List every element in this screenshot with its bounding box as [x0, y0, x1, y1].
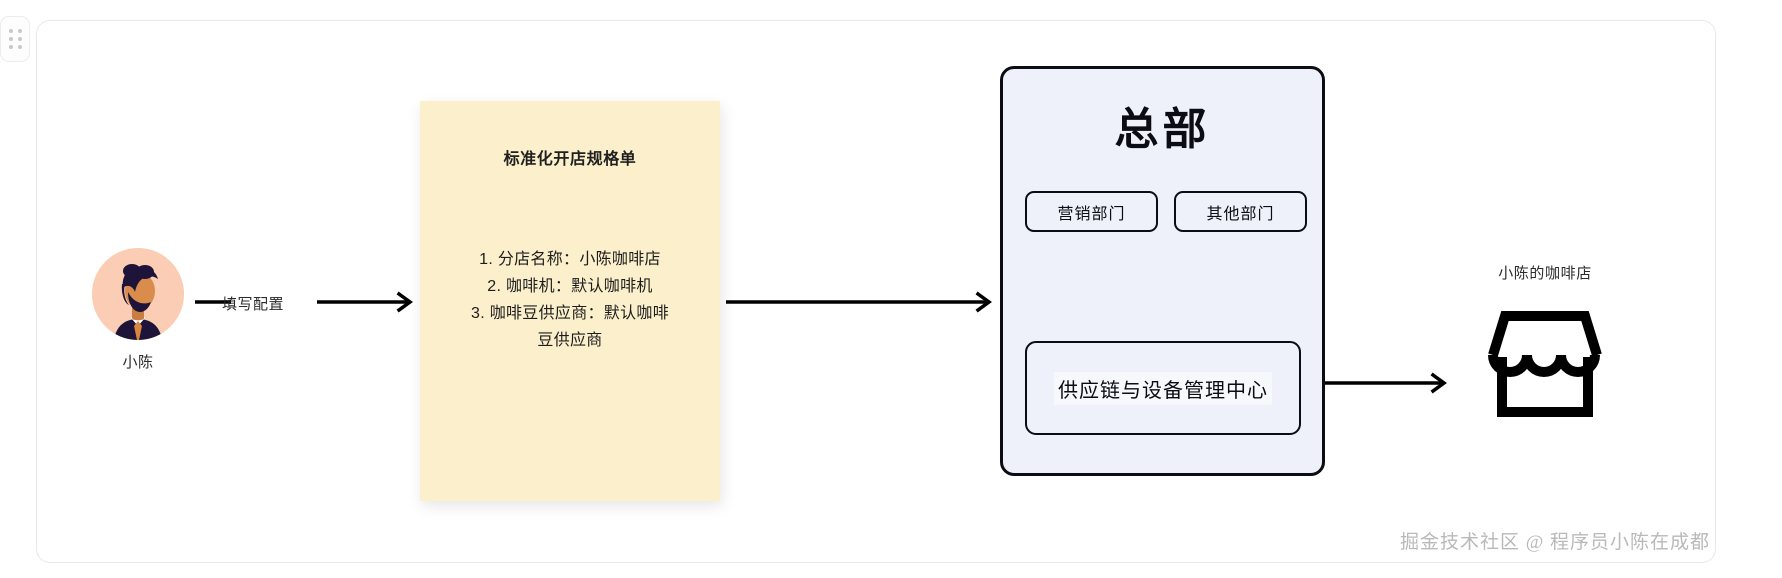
headquarters-title: 总部	[1114, 105, 1211, 154]
drag-dots-icon	[8, 29, 22, 49]
connector-label-fill-config: 填写配置	[222, 296, 285, 313]
sticky-note-list: 1. 分店名称：小陈咖啡店 2. 咖啡机：默认咖啡机 3. 咖啡豆供应商：默认咖…	[438, 247, 702, 355]
arrow-headquarters-to-shop	[1325, 371, 1453, 395]
arrow-actor-to-sticky	[195, 290, 425, 314]
department-marketing-button[interactable]: 营销部门	[1025, 191, 1158, 232]
sticky-note-title: 标准化开店规格单	[503, 151, 637, 168]
supply-chain-center-box[interactable]: 供应链与设备管理中心	[1025, 341, 1301, 435]
sticky-note-spec-sheet: 标准化开店规格单 1. 分店名称：小陈咖啡店 2. 咖啡机：默认咖啡机 3. 咖…	[420, 101, 720, 501]
list-item: 1. 分店名称：小陈咖啡店	[479, 251, 661, 268]
shop-label: 小陈的咖啡店	[1498, 265, 1592, 282]
department-other-button[interactable]: 其他部门	[1174, 191, 1307, 232]
supply-chain-center-label: 供应链与设备管理中心	[1054, 371, 1272, 405]
actor-xiaochen: 小陈	[88, 248, 188, 372]
storefront-icon	[1488, 311, 1602, 417]
drag-handle-chip[interactable]	[0, 16, 30, 62]
diagram-card	[36, 20, 1716, 563]
headquarters-departments: 营销部门 其他部门	[1025, 191, 1307, 232]
list-item: 豆供应商	[537, 331, 603, 349]
headquarters-box: 总部 营销部门 其他部门 供应链与设备管理中心	[1000, 66, 1325, 476]
person-avatar-icon	[92, 248, 184, 340]
list-item: 2. 咖啡机：默认咖啡机	[487, 277, 653, 295]
actor-name-label: 小陈	[122, 354, 154, 371]
watermark: 掘金技术社区 @ 程序员小陈在成都	[1400, 532, 1710, 553]
shop-node: 小陈的咖啡店	[1455, 262, 1635, 420]
list-item: 3. 咖啡豆供应商：默认咖啡	[471, 304, 669, 322]
arrow-sticky-to-headquarters	[726, 290, 998, 314]
